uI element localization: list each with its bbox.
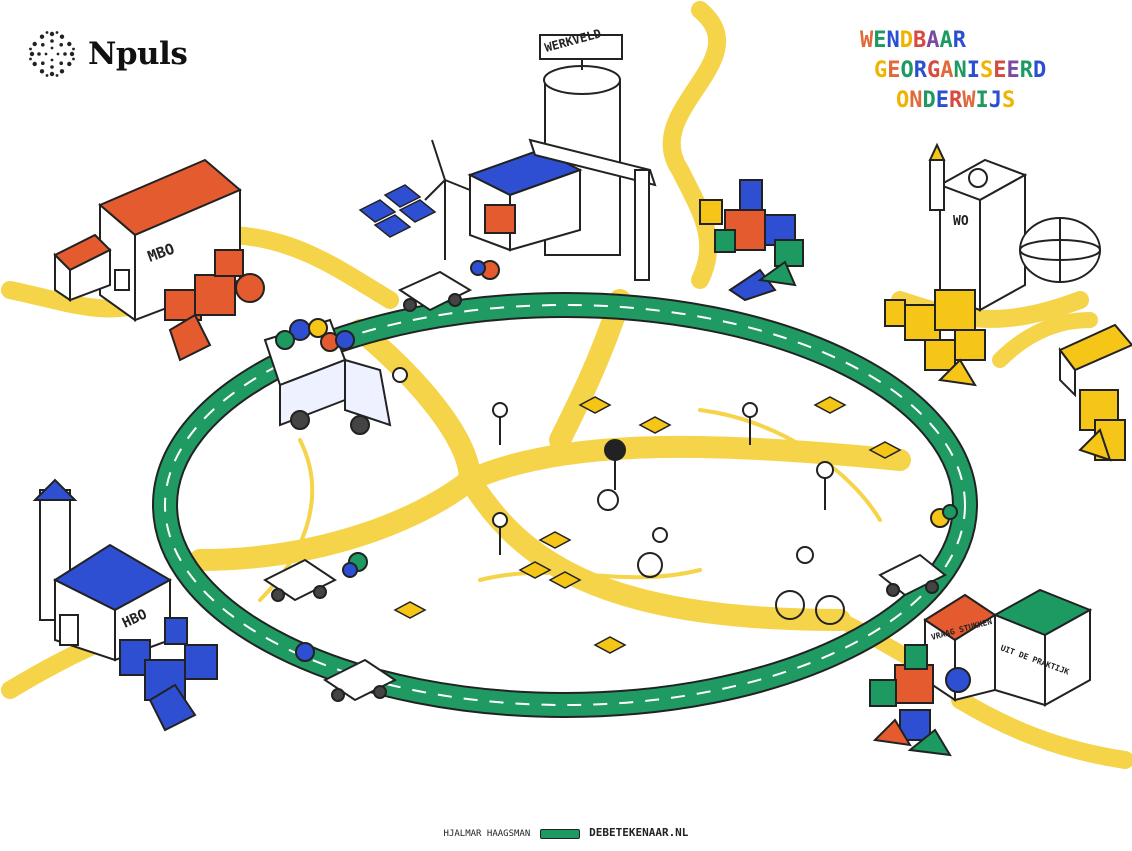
hbo-building [32,478,173,662]
yellow-tiles [393,396,902,654]
werkveld-factory [467,34,657,281]
wo-label: WO [953,214,969,229]
yellow-blocks-wo [884,289,1132,462]
car-left [263,552,368,602]
brand-logo: Npuls [26,28,188,80]
wind-turbine [424,139,471,260]
car-right [878,504,958,597]
car-bottom [295,642,397,702]
artist-site: DEBETEKENAAR.NL [589,826,689,839]
artist-credit: HJALMAR HAAGSMAN DEBETEKENAAR.NL [0,826,1132,839]
truck [263,318,392,435]
pencil-icon [539,828,580,839]
artist-name: HJALMAR HAAGSMAN [443,829,531,839]
mixed-blocks-top [699,179,804,302]
people [392,367,845,625]
title-block: WENDBAAR GEORGANISEERD ONDERWIJS [860,26,1100,116]
orange-blocks-mbo [164,249,265,362]
title-line-2: GEORGANISEERD [874,58,1047,83]
title-line-3: ONDERWIJS [896,88,1016,113]
blue-blocks-hbo [119,617,218,732]
mixed-blocks-bottom [869,644,971,757]
ring-road [152,292,978,718]
wo-building [928,142,1101,312]
npuls-logo-icon [29,31,75,77]
brand-name: Npuls [88,36,188,72]
solar-panels [358,184,437,238]
title-line-1: WENDBAAR [860,28,966,53]
car-top [397,260,500,312]
